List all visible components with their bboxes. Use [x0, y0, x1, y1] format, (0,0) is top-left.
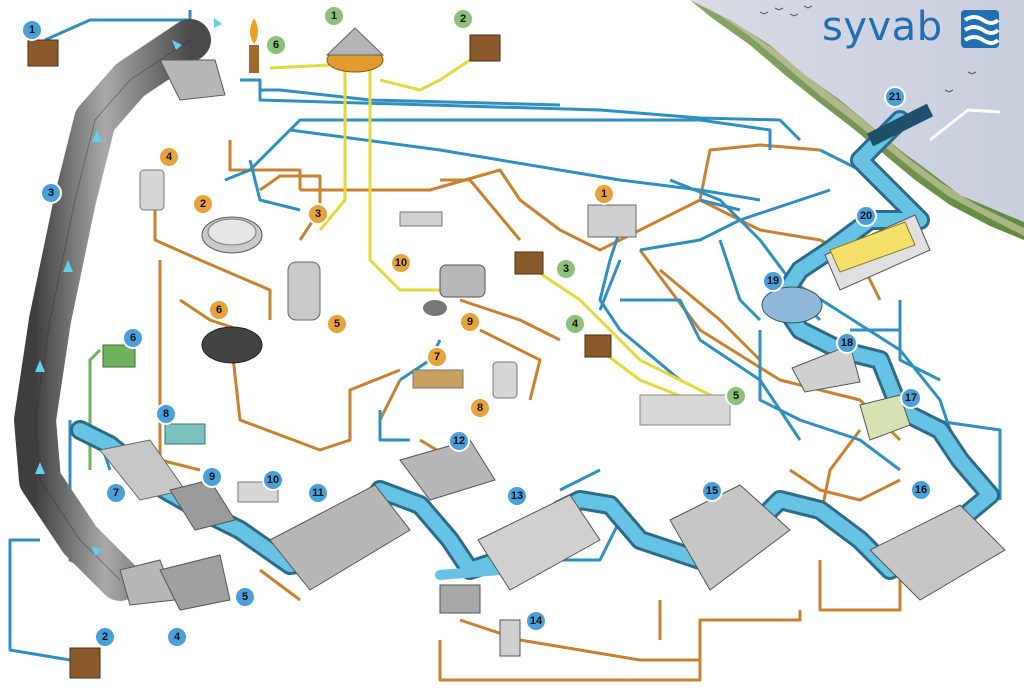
badge-blue-17: 17 — [900, 387, 922, 409]
badge-blue-10-alt: 10 — [390, 252, 412, 274]
svg-text:8: 8 — [163, 408, 169, 420]
svg-text:6: 6 — [273, 39, 279, 51]
badge-blue-10: 10 — [262, 469, 284, 491]
svg-text:8: 8 — [477, 402, 483, 414]
svg-text:12: 12 — [453, 435, 465, 447]
svg-text:3: 3 — [315, 208, 321, 220]
svg-text:1: 1 — [29, 24, 35, 36]
svg-text:16: 16 — [915, 484, 927, 496]
badge-blue-9: 9 — [201, 466, 223, 488]
badge-orange-9-alt: 9 — [459, 311, 481, 333]
svg-text:14: 14 — [530, 615, 543, 627]
badge-blue-12: 12 — [448, 430, 470, 452]
svg-text:4: 4 — [572, 318, 579, 330]
badge-blue-13: 13 — [506, 485, 528, 507]
badge-blue-4: 4 — [166, 626, 188, 648]
badge-green-5: 5 — [725, 385, 747, 407]
svg-text:1: 1 — [331, 10, 337, 22]
svg-text:2: 2 — [200, 198, 206, 210]
badge-orange-7: 7 — [426, 346, 448, 368]
badge-green-3: 3 — [555, 258, 577, 280]
badge-blue-20: 20 — [855, 205, 877, 227]
svg-text:7: 7 — [113, 487, 119, 499]
svg-text:13: 13 — [511, 490, 523, 502]
badge-orange-2: 2 — [192, 193, 214, 215]
shoreline-landscape — [690, 0, 1024, 240]
svg-text:20: 20 — [860, 210, 872, 222]
svg-text:6: 6 — [130, 332, 136, 344]
badge-orange-6: 6 — [208, 299, 230, 321]
equipment — [27, 18, 1006, 679]
svg-text:21: 21 — [889, 91, 901, 103]
badge-blue-6: 6 — [122, 327, 144, 349]
svg-text:5: 5 — [334, 318, 340, 330]
badge-green-4: 4 — [564, 313, 586, 335]
air-duct — [14, 18, 226, 606]
gas-pipes — [269, 58, 721, 402]
svg-text:7: 7 — [434, 351, 440, 363]
badges: 1 2 3 4 5 6 7 8 9 10 11 12 13 14 15 16 1… — [21, 5, 932, 648]
svg-text:9: 9 — [467, 316, 473, 328]
badge-blue-11: 11 — [307, 482, 329, 504]
badge-orange-8: 8 — [469, 397, 491, 419]
svg-text:4: 4 — [174, 631, 181, 643]
svg-text:4: 4 — [166, 151, 173, 163]
badge-blue-21: 21 — [884, 86, 906, 108]
badge-blue-16: 16 — [910, 479, 932, 501]
badge-blue-1: 1 — [21, 19, 43, 41]
badge-orange-3: 3 — [307, 203, 329, 225]
svg-text:2: 2 — [102, 631, 108, 643]
svg-text:10: 10 — [267, 474, 279, 486]
badge-blue-15: 15 — [701, 480, 723, 502]
svg-text:19: 19 — [767, 275, 779, 287]
badge-blue-18: 18 — [836, 332, 858, 354]
badge-blue-8: 8 — [155, 403, 177, 425]
svg-text:17: 17 — [905, 392, 917, 404]
brand-name: syvab — [822, 4, 943, 50]
badge-blue-5: 5 — [234, 586, 256, 608]
badge-orange-4: 4 — [158, 146, 180, 168]
svg-text:2: 2 — [460, 13, 466, 25]
svg-text:3: 3 — [48, 187, 54, 199]
svg-text:1: 1 — [601, 188, 607, 200]
badge-green-2: 2 — [452, 8, 474, 30]
svg-text:15: 15 — [706, 485, 718, 497]
svg-text:18: 18 — [841, 337, 853, 349]
badge-blue-2: 2 — [94, 626, 116, 648]
badge-blue-7: 7 — [105, 482, 127, 504]
svg-text:5: 5 — [242, 591, 248, 603]
badge-blue-19: 19 — [762, 270, 784, 292]
badge-green-6: 6 — [265, 34, 287, 56]
badge-green-1: 1 — [323, 5, 345, 27]
svg-text:9: 9 — [209, 471, 215, 483]
syvab-wave-icon — [961, 10, 1000, 48]
svg-text:3: 3 — [563, 263, 569, 275]
svg-text:5: 5 — [733, 390, 739, 402]
green-pipes — [88, 348, 102, 470]
svg-text:11: 11 — [312, 487, 324, 499]
svg-text:10: 10 — [395, 257, 407, 269]
badge-blue-14: 14 — [525, 610, 547, 632]
svg-text:6: 6 — [216, 304, 222, 316]
sludge-pipes — [153, 140, 902, 682]
badge-blue-3: 3 — [40, 182, 62, 204]
badge-orange-5: 5 — [326, 313, 348, 335]
badge-orange-1: 1 — [593, 183, 615, 205]
